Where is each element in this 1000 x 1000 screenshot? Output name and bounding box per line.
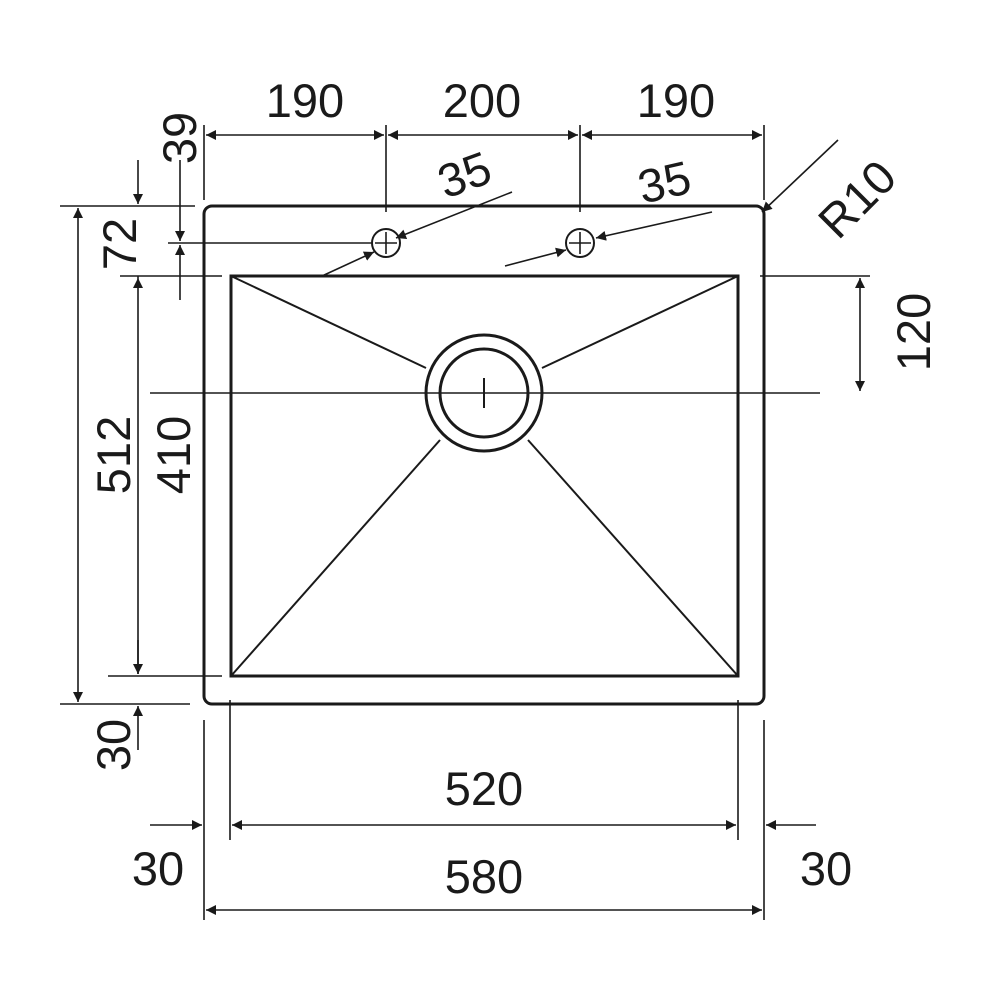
sink-outer-rim (202, 204, 766, 706)
bottom-dimensions: 520 580 30 30 (132, 762, 852, 915)
left-dimensions: 39 72 512 410 30 (73, 112, 206, 771)
tap-hole-right (565, 228, 595, 258)
bowl-slope-line (230, 439, 441, 677)
dimension-label-200: 200 (443, 74, 521, 127)
corner-radius-leader: R10 (761, 139, 906, 248)
tap-hole-left (371, 228, 401, 258)
dimension-label-r10: R10 (808, 150, 906, 248)
bowl-slope-line (527, 439, 739, 677)
sink-bowl (229, 274, 740, 678)
dimension-label-190-left: 190 (266, 74, 344, 127)
bowl-slope-line (230, 275, 427, 369)
dimension-label-580: 580 (445, 850, 523, 903)
extension-lines (60, 125, 870, 920)
dimension-label-30-left: 30 (87, 719, 140, 771)
dimension-label-190-right: 190 (637, 74, 715, 127)
dimension-label-520: 520 (445, 762, 523, 815)
sink-body (202, 204, 766, 706)
dimension-label-410: 410 (147, 416, 200, 494)
top-dimensions: 190 200 190 (206, 74, 762, 140)
bowl-slope-line (541, 275, 739, 369)
dimension-label-39: 39 (153, 112, 206, 164)
dimension-label-35-right: 35 (633, 150, 696, 213)
right-dimensions: 120 (855, 278, 940, 391)
dimension-label-30-bottom-left: 30 (132, 842, 184, 895)
dimension-label-72: 72 (93, 218, 146, 270)
dimension-label-120: 120 (887, 293, 940, 371)
dimension-label-30-bottom-right: 30 (800, 842, 852, 895)
dimension-label-35-left: 35 (431, 141, 498, 209)
dimension-label-512: 512 (87, 416, 140, 494)
